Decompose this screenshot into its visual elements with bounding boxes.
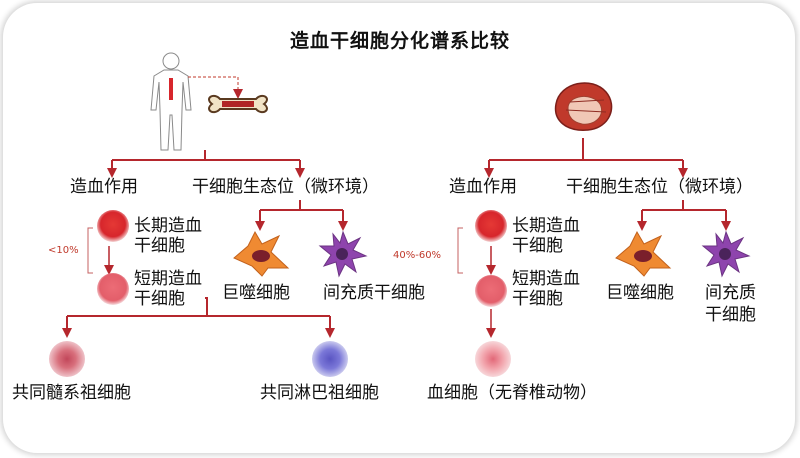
lt-hsc-cell-left [97, 210, 129, 242]
right-hematopoiesis-label: 造血作用 [449, 177, 517, 197]
marrow-highlight [169, 78, 173, 100]
macrophage-icon-right [615, 230, 672, 277]
st-hsc-cell-right [475, 275, 507, 307]
myeloid-progenitor-label: 共同髓系祖细胞 [12, 383, 131, 403]
right-msc-label-2: 干细胞 [705, 305, 756, 325]
left-msc-label: 间充质干细胞 [323, 283, 425, 303]
page-title: 造血干细胞分化谱系比较 [289, 30, 510, 52]
dotted-arrow [188, 76, 243, 99]
right-macrophage-label: 巨噬细胞 [606, 283, 674, 303]
msc-icon-right [701, 230, 751, 278]
blood-cell-label: 血细胞（无脊椎动物） [427, 383, 597, 403]
right-st-hsc-label-1: 短期造血 [512, 269, 580, 289]
left-percent-label: <10% [48, 245, 79, 256]
left-hematopoiesis-label: 造血作用 [70, 177, 138, 197]
left-st-hsc-label-1: 短期造血 [134, 269, 202, 289]
macrophage-icon-left [233, 230, 290, 277]
lymphoid-progenitor-cell [312, 341, 348, 377]
right-lt-hsc-label-2: 干细胞 [512, 236, 563, 256]
myeloid-progenitor-cell [49, 341, 85, 377]
lt-hsc-cell-right [475, 210, 507, 242]
diagram-card [3, 3, 795, 453]
msc-icon-left [318, 230, 368, 278]
bone-icon [208, 94, 268, 114]
left-macrophage-label: 巨噬细胞 [222, 283, 290, 303]
st-hsc-cell-left [97, 273, 129, 305]
right-st-hsc-label-2: 干细胞 [512, 289, 563, 309]
scallop-icon [554, 82, 613, 131]
lymphoid-progenitor-label: 共同淋巴祖细胞 [260, 383, 379, 403]
left-lt-hsc-label-2: 干细胞 [134, 236, 185, 256]
right-msc-label-1: 间充质 [705, 283, 756, 303]
right-bracket [457, 227, 463, 274]
left-st-hsc-label-2: 干细胞 [134, 289, 185, 309]
right-percent-label: 40%-60% [393, 250, 442, 261]
blood-cell-icon [475, 341, 511, 377]
left-niche-label: 干细胞生态位（微环境） [192, 177, 379, 197]
human-body-icon [150, 52, 192, 151]
left-bracket [87, 227, 93, 274]
left-lt-hsc-label-1: 长期造血 [134, 216, 202, 236]
right-niche-label: 干细胞生态位（微环境） [566, 177, 753, 197]
right-lt-hsc-label-1: 长期造血 [512, 216, 580, 236]
